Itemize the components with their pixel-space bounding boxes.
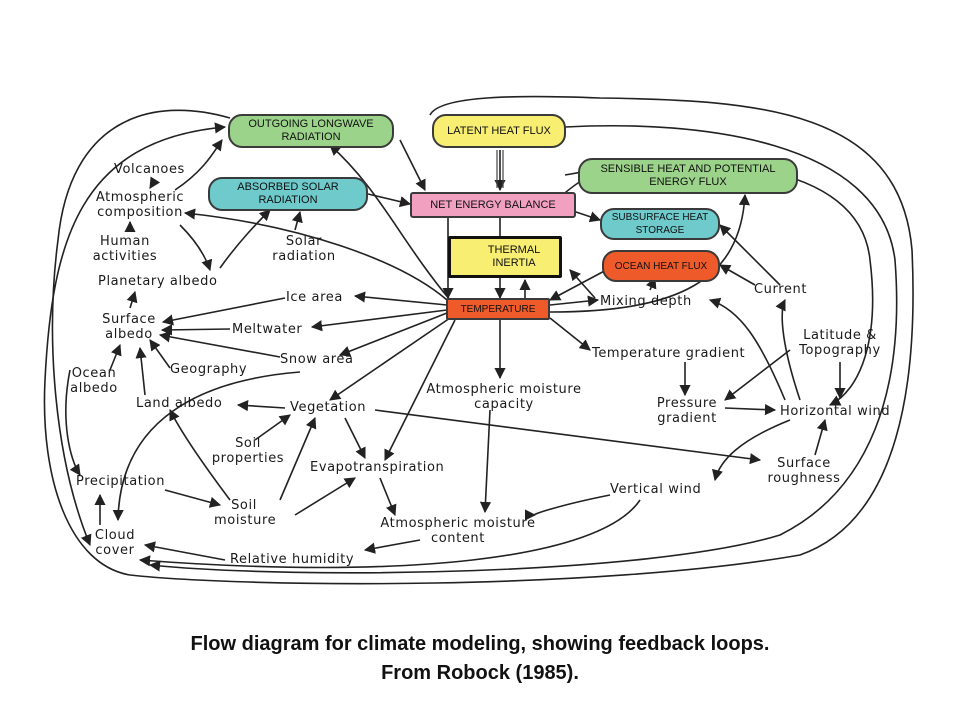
label-geography: Geography [170,362,248,377]
arrow-snow-to-precip [112,371,301,522]
label-atmospheric-moisture-capacity: Atmospheric moisture capacity [426,382,582,412]
temperature-box: TEMPERATURE [446,298,550,320]
figure-caption: Flow diagram for climate modeling, showi… [0,630,960,688]
label-cloud-cover: Cloud cover [94,528,136,558]
label-surface-roughness: Surface roughness [767,456,841,486]
label-evapotranspiration: Evapotranspiration [310,460,445,475]
arrow-mixing-to-thermal [569,269,596,299]
arrow-precip-to-soilmoist [164,489,222,508]
arrow-land-to-surface [135,346,147,396]
label-atmospheric-composition: Atmospheric composition [95,190,185,220]
arrow-geography-to-surface [149,339,171,369]
arrow-ocean-to-temp [549,267,611,301]
arrow-evapo-to-moistcontent [379,477,397,517]
arrow-pressure-to-hwind [724,404,777,416]
arrow-temp-to-longwave [329,144,451,301]
arrow-soilmoist-to-land [169,408,231,501]
net-energy-balance-box: NET ENERGY BALANCE [410,192,576,218]
absorbed-solar-box: ABSORBED SOLAR RADIATION [208,177,368,211]
arrow-snow-to-surface [158,331,281,358]
arrow-vegetation-to-land [236,400,286,412]
label-planetary-albedo: Planetary albedo [98,274,218,289]
label-solar-radiation: Solar radiation [272,234,336,264]
label-snow-area: Snow area [280,352,354,367]
label-temperature-gradient: Temperature gradient [592,346,746,361]
arrow-ocean-to-surface [109,343,122,371]
arrow-ice-to-surface [161,297,286,326]
label-vegetation: Vegetation [290,400,367,415]
arrow-latitude-to-pressure [724,349,791,401]
label-precipitation: Precipitation [76,474,166,489]
label-land-albedo: Land albedo [136,396,223,411]
label-current: Current [754,282,808,297]
label-volcanoes: Volcanoes [114,162,185,177]
label-surface-albedo: Surface albedo [102,312,156,342]
sensible-heat-box: SENSIBLE HEAT AND POTENTIAL ENERGY FLUX [578,158,798,194]
label-mixing-depth: Mixing depth [600,294,692,309]
arrow-atmcomp-to-planetary [179,224,213,272]
arrow-current-to-subsurface [719,224,781,286]
arrow-hwind-to-vertical [712,419,791,482]
label-soil-moisture: Soil moisture [214,498,277,528]
arrow-soilmoist-to-evapo [294,477,356,516]
arrow-atmcomp-to-longwave [174,139,223,191]
arrow-planetary-to-absorbed [219,209,271,269]
outer-loop-top [43,95,914,585]
arrow-hwind-to-mixing [708,297,786,401]
arrow-solar-to-absorbed [291,210,303,231]
arrow-temp-to-sensible [549,193,750,313]
label-meltwater: Meltwater [232,322,303,337]
caption-line-1: Flow diagram for climate modeling, showi… [190,633,770,655]
label-ocean-albedo: Ocean albedo [70,366,118,396]
outgoing-longwave-box: OUTGOING LONGWAVE RADIATION [228,114,394,148]
arrow-vegetation-to-evapo [344,417,366,460]
arrow-surface-to-planetary [126,290,138,309]
arrow-temp-to-meltwater [310,309,448,332]
arrow-roughness-to-hwind [814,418,828,456]
arrow-meltwater-to-surface [160,324,231,336]
arrow-capacity-to-moistcontent [479,409,492,514]
label-vertical-wind: Vertical wind [610,482,702,497]
arrow-humidity-to-cloud [143,541,226,561]
label-relative-humidity: Relative humidity [230,552,355,567]
subsurface-heat-storage-box: SUBSURFACE HEAT STORAGE [600,208,720,240]
arrow-longwave-to-net [399,139,426,192]
arrow-soilprop-to-vegetation [254,414,291,441]
caption-line-2: From Robock (1985). [381,662,579,684]
arrow-vertical-to-cloud [138,499,641,569]
label-horizontal-wind: Horizontal wind [780,404,891,419]
thermal-inertia-box: THERMAL INERTIA [448,236,562,278]
arrow-temp-to-ice [353,291,448,306]
feedback-diagram [43,95,914,585]
outer-loop-third [564,162,874,406]
outer-loop-second [148,124,898,574]
arrow-temp-to-atmcomp [183,208,448,301]
label-latitude-topography: Latitude & Topography [799,328,881,358]
arrow-temp-to-evapo [384,319,456,462]
arrow-vertical-to-moistcontent [524,494,611,521]
arrow-moistcontent-to-humidity [363,539,421,554]
label-atmospheric-moisture-content: Atmospheric moisture content [380,516,536,546]
outer-loop-left [51,109,231,547]
arrow-hwind-to-current [775,298,801,401]
arrow-temp-to-tempgrad [549,317,591,351]
label-soil-properties: Soil properties [211,436,285,466]
label-pressure-gradient: Pressure gradient [656,396,718,426]
arrow-volcano-to-atmcomp [149,176,161,189]
label-ice-area: Ice area [286,290,343,305]
ocean-heat-flux-box: OCEAN HEAT FLUX [602,250,720,282]
arrow-temp-to-mixing [549,295,600,307]
arrow-temp-to-snow [338,312,448,357]
arrow-ocean-albedo-to-precip [65,369,81,476]
arrow-current-to-ocean [719,264,756,286]
arrow-temp-to-vegetation [329,317,451,401]
label-human-activities: Human activities [92,234,158,264]
arrow-vegetation-to-roughness [374,409,762,465]
arrow-soilmoist-to-vegetation [279,416,317,501]
latent-heat-flux-box: LATENT HEAT FLUX [432,114,566,148]
